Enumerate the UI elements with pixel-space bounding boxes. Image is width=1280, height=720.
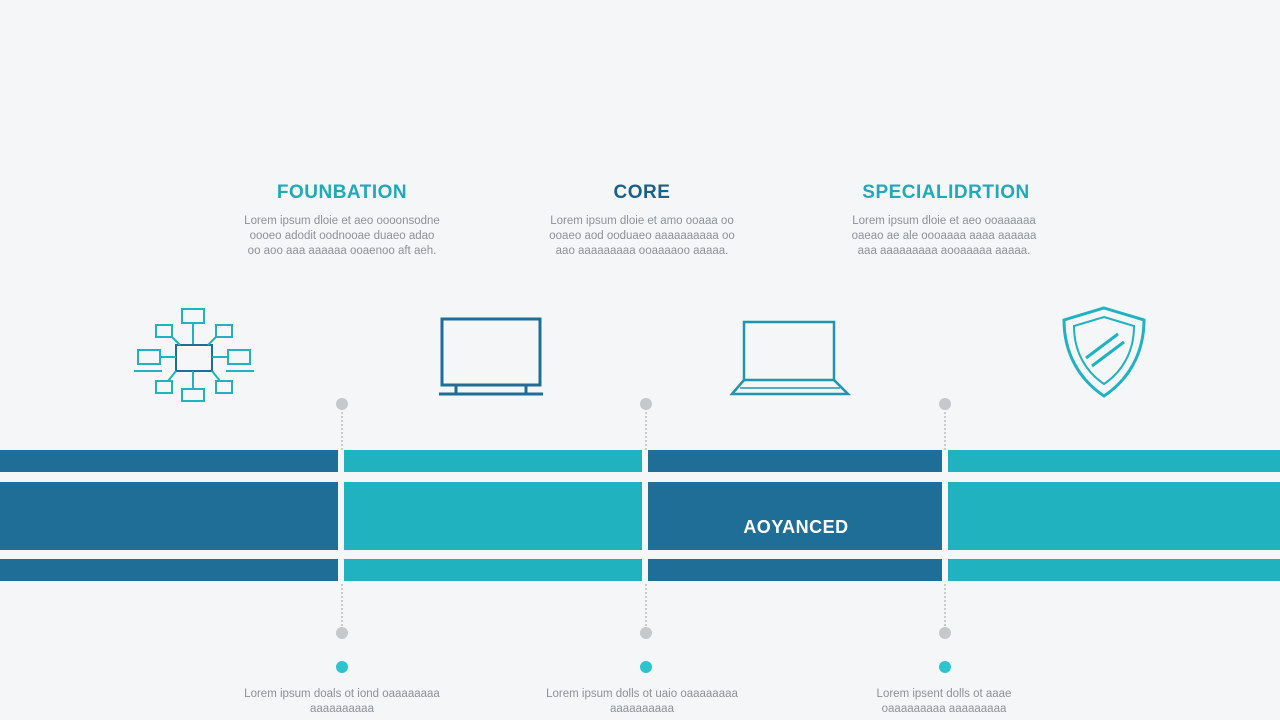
band-segment-advanced [648, 482, 942, 550]
stage-desc-specialization: Lorem ipsum dloie et aeo ooaaaaaa oaeao … [851, 215, 1037, 257]
stage-title-core: CORE [613, 182, 671, 203]
band-segment [648, 559, 942, 581]
shield-icon [1062, 306, 1146, 398]
band-segment [648, 450, 942, 472]
network-icon [134, 308, 254, 402]
band-segment [0, 450, 338, 472]
accent-dot [640, 661, 652, 673]
band-segment [0, 482, 338, 550]
timeline-dot [336, 627, 348, 639]
band-segment [0, 559, 338, 581]
stage-title-foundation: FOUNBATION [276, 182, 408, 203]
band-divider [338, 450, 344, 582]
stage-desc-core: Lorem ipsum dloie et amo ooaaa oo ooaeo … [549, 215, 735, 257]
timeline-dot [939, 627, 951, 639]
bottom-desc-3: Lorem ipsent dolls ot aaae oaaaaaaaaa aa… [876, 688, 1012, 715]
timeline-dot [640, 627, 652, 639]
band-divider [642, 450, 648, 582]
timeline-dot [939, 398, 951, 410]
band-label-advanced: AOYANCED [743, 517, 849, 537]
timeline-dot [640, 398, 652, 410]
bottom-desc-2: Lorem ipsum dolls ot uaio oaaaaaaaa aaaa… [546, 688, 738, 715]
monitor-icon [439, 317, 543, 396]
bottom-desc-1: Lorem ipsum doals ot iond oaaaaaaaa aaaa… [244, 688, 440, 715]
laptop-icon [729, 320, 852, 396]
stage-title-specialization: SPECIALIDRTION [862, 182, 1030, 203]
accent-dot [939, 661, 951, 673]
accent-dot [336, 661, 348, 673]
stage-desc-foundation: Lorem ipsum dloie et aeo oooonsodne oooe… [244, 215, 440, 257]
timeline-dot [336, 398, 348, 410]
band-divider [942, 450, 948, 582]
